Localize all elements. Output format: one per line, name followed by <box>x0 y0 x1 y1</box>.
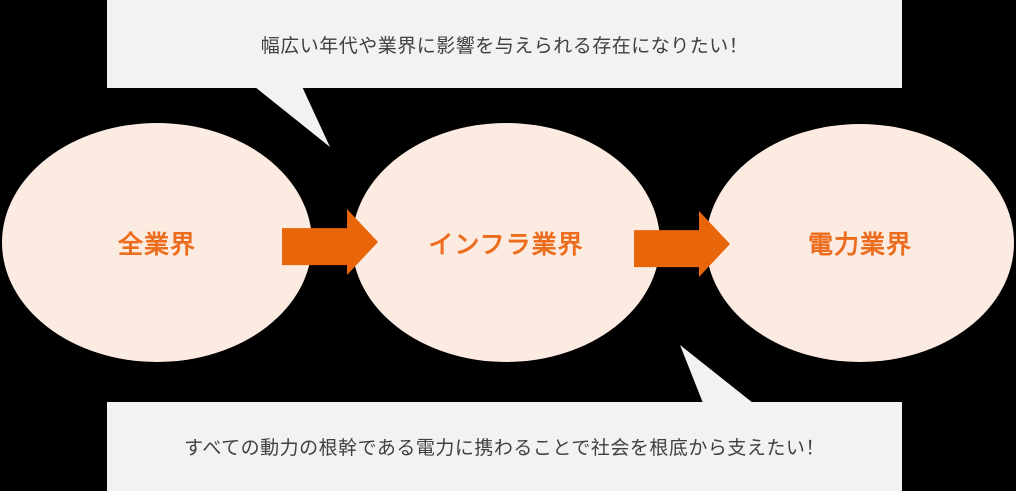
top-speech-bubble-tail <box>255 87 330 147</box>
bottom-speech-bubble-text: すべての動力の根幹である電力に携わることで社会を根底から支えたい！ <box>184 438 825 459</box>
top-speech-bubble-text: 幅広い年代や業界に影響を与えられる存在になりたい！ <box>260 35 749 57</box>
ellipse-infra-industry-label: インフラ業界 <box>428 230 584 259</box>
ellipse-infra-industry: インフラ業界 <box>352 123 660 362</box>
ellipse-all-industries-label: 全業界 <box>117 230 196 259</box>
ellipse-all-industries: 全業界 <box>2 123 312 362</box>
top-speech-bubble: 幅広い年代や業界に影響を与えられる存在になりたい！ <box>107 0 902 88</box>
ellipse-power-industry: 電力業界 <box>706 124 1014 362</box>
ellipse-power-industry-label: 電力業界 <box>807 231 912 259</box>
bottom-speech-bubble: すべての動力の根幹である電力に携わることで社会を根底から支えたい！ <box>107 402 902 491</box>
bottom-speech-bubble-tail <box>680 345 753 403</box>
